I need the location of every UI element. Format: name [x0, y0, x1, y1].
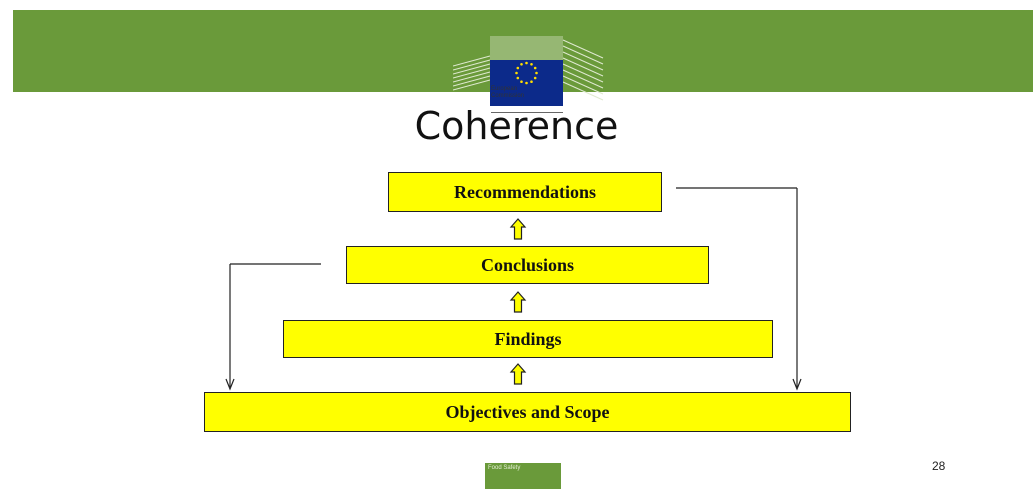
hollow-up-arrow-icon [509, 218, 527, 240]
node-objectives-and-scope: Objectives and Scope [204, 392, 851, 432]
european-commission-logo: European Commission [453, 36, 631, 116]
node-conclusions: Conclusions [346, 246, 709, 284]
slide-title: Coherence [414, 104, 619, 148]
footer-badge: Food Safety [485, 463, 561, 489]
connector-left-feedback [225, 263, 321, 391]
logo-building-stripes [453, 36, 604, 101]
node-findings: Findings [283, 320, 773, 358]
node-recommendations: Recommendations [388, 172, 662, 212]
logo-line-1: European [491, 86, 518, 92]
logo-text: European Commission [491, 86, 524, 100]
hollow-up-arrow-icon [509, 363, 527, 385]
hollow-up-arrow-icon [509, 291, 527, 313]
connector-right-feedback [676, 187, 802, 391]
slide-number: 28 [932, 459, 946, 473]
logo-line-2: Commission [491, 93, 525, 99]
eu-flag-icon [490, 60, 563, 106]
logo-divider [491, 112, 563, 113]
